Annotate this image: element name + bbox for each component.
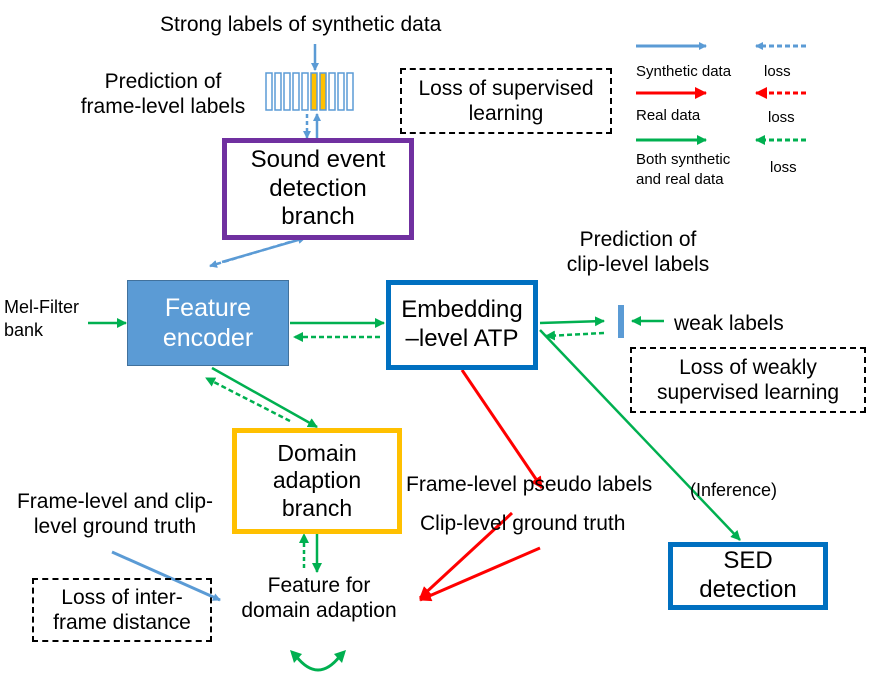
- arrow-pseudo-to-feature: [418, 511, 514, 600]
- domain-branch-box: Domain adaption branch: [232, 428, 402, 534]
- frame-label-strip: [265, 72, 354, 111]
- legend-real-label: Real data: [636, 107, 701, 124]
- arrow-atp-to-sed-detection: [539, 329, 741, 541]
- feature-encoder-box: Feature encoder: [127, 280, 289, 366]
- clip-gt-label: Clip-level ground truth: [420, 512, 626, 535]
- embedding-atp-box: Embedding –level ATP: [386, 280, 538, 370]
- frame-pseudo-label: Frame-level pseudo labels: [406, 473, 653, 496]
- arrow-sed-loss-to-encoder: [209, 240, 291, 268]
- arrow-clip-gt-to-feature: [419, 546, 541, 602]
- sed-detection-box: SED detection: [668, 542, 828, 610]
- arrow-ground-truth-to-feature: [111, 550, 221, 602]
- legend-loss-label-3: loss: [770, 159, 797, 176]
- self-loop-head-right: [334, 650, 346, 663]
- inference-label: (Inference): [690, 480, 778, 500]
- sed-branch-box: Sound event detection branch: [222, 138, 414, 240]
- frame-prediction-label: Prediction of frame-level labels: [80, 70, 246, 118]
- self-loop-head-left: [290, 650, 302, 663]
- arrow-encoder-to-domain: [211, 366, 318, 429]
- arrow-atp-to-pseudo: [460, 369, 544, 489]
- loss-supervised-box: Loss of supervised learning: [400, 68, 612, 134]
- legend-both-label: Both synthetic and real data: [636, 151, 731, 188]
- feature-domain-label: Feature for domain adaption: [241, 574, 397, 622]
- arrow-domain-loss-to-encoder: [205, 376, 291, 423]
- clip-prediction-label: Prediction of clip-level labels: [566, 228, 710, 276]
- loss-inter-frame-box: Loss of inter- frame distance: [32, 578, 212, 642]
- legend-synthetic-label: Synthetic data: [636, 63, 732, 80]
- ground-truth-label: Frame-level and clip- level ground truth: [16, 490, 214, 538]
- strong-labels-text: Strong labels of synthetic data: [160, 13, 442, 36]
- legend-loss-label-1: loss: [764, 63, 791, 80]
- mel-filter-label: Mel-Filter bank: [4, 297, 79, 341]
- self-loop-arrow: [294, 655, 342, 672]
- arrow-atp-to-clip-pred: [539, 316, 605, 327]
- arrow-clip-loss-to-atp: [545, 330, 605, 341]
- weak-labels-text: weak labels: [674, 312, 784, 335]
- loss-weak-box: Loss of weakly supervised learning: [630, 347, 866, 413]
- legend-loss-label-2: loss: [768, 109, 795, 126]
- clip-label-bar: [618, 305, 624, 338]
